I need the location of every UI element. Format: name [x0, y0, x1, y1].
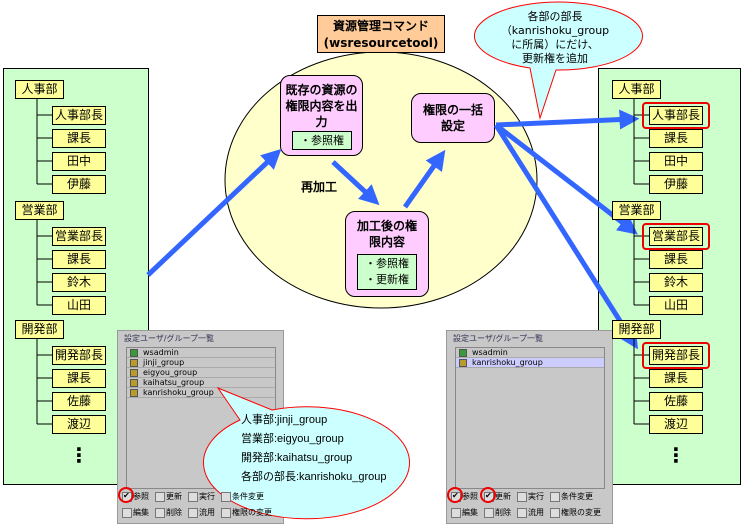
- member-node: 渡辺: [649, 415, 703, 434]
- group-icon: [130, 369, 138, 377]
- member-node: 営業部長: [52, 227, 106, 246]
- list-item-label: eigyou_group: [143, 368, 198, 377]
- permission-checkbox[interactable]: 流用: [517, 508, 544, 518]
- permission-checkbox[interactable]: 削除: [155, 508, 182, 518]
- highlight-box: [642, 342, 710, 369]
- perm-item: ・参照権: [300, 134, 344, 147]
- member-node: 課長: [649, 369, 703, 388]
- highlight-circle: [480, 487, 496, 503]
- member-node: 人事部長: [52, 106, 106, 125]
- member-node: 課長: [649, 250, 703, 269]
- list-item-label: wsadmin: [143, 348, 179, 357]
- group-icon: [130, 389, 138, 397]
- step-edited-perms: ・参照権 ・更新権: [357, 254, 417, 290]
- callout-line: 営業部:eigyou_group: [241, 433, 344, 445]
- list-item[interactable]: wsadmin: [456, 348, 604, 358]
- dept-node: 人事部: [612, 80, 661, 99]
- member-node: 課長: [52, 250, 106, 269]
- list-item-label: kanrishoku_group: [143, 388, 214, 397]
- member-node: 課長: [52, 369, 106, 388]
- member-node: 人事部長: [649, 106, 703, 125]
- permission-checkbox[interactable]: 流用: [188, 508, 215, 518]
- member-node: 佐藤: [649, 392, 703, 411]
- member-node: 課長: [52, 129, 106, 148]
- ellipsis: ⋮: [69, 443, 89, 467]
- highlight-box: [642, 102, 710, 129]
- callout-line: 更新権を追加: [522, 52, 588, 65]
- highlight-circle: [447, 487, 463, 503]
- dept-node: 開発部: [612, 320, 661, 339]
- step-export-perms: ・参照権: [292, 131, 352, 150]
- tool-subtitle: (wsresourcetool): [323, 36, 439, 50]
- callout-line: 人事部:jinji_group: [241, 414, 328, 426]
- member-node: 課長: [649, 129, 703, 148]
- dialog-legend: 設定ユーザ/グループ一覧: [124, 334, 215, 343]
- member-node: 佐藤: [52, 392, 106, 411]
- user-icon: [130, 349, 138, 357]
- permission-checkbox[interactable]: 実行: [188, 492, 215, 502]
- list-item[interactable]: kanrishoku_group: [127, 388, 275, 398]
- group-icon: [130, 359, 138, 367]
- dept-node: 営業部: [15, 201, 64, 220]
- callout-line: 各部の部長:kanrishoku_group: [241, 471, 387, 483]
- tool-title: 資源管理コマンド: [332, 19, 429, 33]
- callout-bottom: 人事部:jinji_group 営業部:eigyou_group 開発部:kai…: [241, 411, 387, 487]
- member-node: 山田: [52, 296, 106, 315]
- group-icon: [130, 379, 138, 387]
- list-item[interactable]: kaihatsu_group: [127, 378, 275, 388]
- permission-checkbox[interactable]: 編集: [451, 508, 478, 518]
- member-node: 渡辺: [52, 415, 106, 434]
- step-apply-label: 権限の一括設定: [422, 103, 483, 133]
- step-export-label: 既存の資源の権限内容を出力: [285, 83, 358, 129]
- tool-title-box: 資源管理コマンド (wsresourcetool): [317, 15, 445, 53]
- permission-checkbox[interactable]: 編集: [122, 508, 149, 518]
- step-edited-label: 加工後の権限内容: [356, 219, 417, 249]
- member-node: 営業部長: [649, 227, 703, 246]
- user-icon: [459, 349, 467, 357]
- perm-item: ・更新権: [365, 273, 409, 286]
- callout-line: （kanrishoku_group: [500, 24, 610, 37]
- list-item[interactable]: eigyou_group: [127, 368, 275, 378]
- permission-checkbox[interactable]: 条件変更: [221, 492, 264, 502]
- member-node: 開発部長: [52, 346, 106, 365]
- callout-line: 各部の部長: [527, 10, 583, 23]
- permission-checkbox[interactable]: 権限の変更: [221, 508, 272, 518]
- list-item[interactable]: jinji_group: [127, 358, 275, 368]
- list-item[interactable]: kanrishoku_group: [456, 358, 604, 368]
- reprocess-label: 再加工: [301, 180, 338, 194]
- ellipsis: ⋮: [666, 443, 686, 467]
- list-item-label: jinji_group: [143, 358, 185, 367]
- member-node: 伊藤: [52, 175, 106, 194]
- member-node: 田中: [649, 152, 703, 171]
- list-item-label: wsadmin: [472, 348, 508, 357]
- callout-top: 各部の部長 （kanrishoku_group に所属）にだけ、 更新権を追加: [480, 10, 630, 66]
- list-item-label: kanrishoku_group: [472, 358, 543, 367]
- permission-checkbox[interactable]: 条件変更: [550, 492, 593, 502]
- highlight-circle: [118, 487, 134, 503]
- callout-line: 開発部:kaihatsu_group: [241, 452, 353, 464]
- perm-item: ・参照権: [365, 257, 409, 270]
- dept-node: 営業部: [612, 201, 661, 220]
- list-item-label: kaihatsu_group: [143, 378, 205, 387]
- dept-node: 開発部: [15, 320, 64, 339]
- member-node: 鈴木: [649, 273, 703, 292]
- permission-checkbox[interactable]: 削除: [484, 508, 511, 518]
- permission-checkbox[interactable]: 更新: [155, 492, 182, 502]
- dept-node: 人事部: [15, 80, 64, 99]
- permission-checkbox[interactable]: 権限の変更: [550, 508, 601, 518]
- list-item[interactable]: wsadmin: [127, 348, 275, 358]
- member-node: 鈴木: [52, 273, 106, 292]
- permission-checkbox[interactable]: 実行: [517, 492, 544, 502]
- group-icon: [459, 359, 467, 367]
- member-node: 山田: [649, 296, 703, 315]
- member-node: 田中: [52, 152, 106, 171]
- member-node: 伊藤: [649, 175, 703, 194]
- member-node: 開発部長: [649, 346, 703, 365]
- highlight-box: [642, 223, 710, 250]
- callout-line: に所属）にだけ、: [511, 38, 599, 51]
